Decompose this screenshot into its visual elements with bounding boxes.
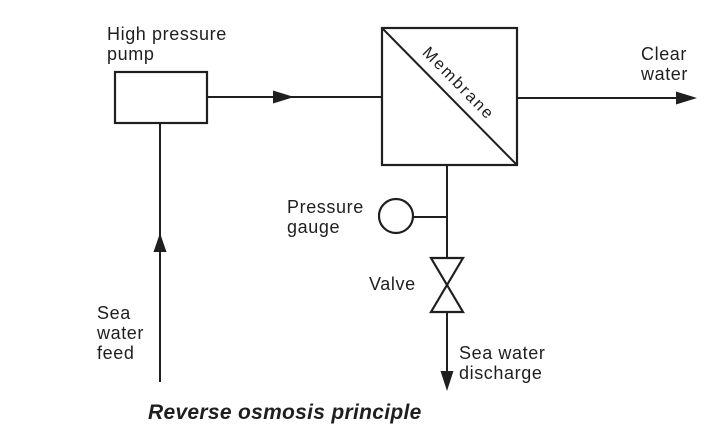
sea-water-feed-label: Sea water feed [97,303,145,363]
diagram-caption: Reverse osmosis principle [148,401,422,424]
membrane-diagonal [382,28,517,165]
pump-label: High pressure pump [107,24,227,64]
feed-arrowhead [153,233,167,252]
clear-water-label: Clear water [641,44,689,84]
sea-water-discharge-label: Sea water discharge [459,343,546,383]
pressure-gauge-label: Pressure gauge [287,197,364,237]
clear-water-arrowhead [676,91,697,105]
valve-top-triangle [429,256,465,288]
gauge-circle [377,197,415,235]
pump-to-membrane-arrowhead [273,90,294,104]
discharge-arrowhead [440,371,454,391]
pump-box [113,70,209,125]
valve-bottom-triangle [429,282,465,314]
valve-label: Valve [369,274,416,294]
